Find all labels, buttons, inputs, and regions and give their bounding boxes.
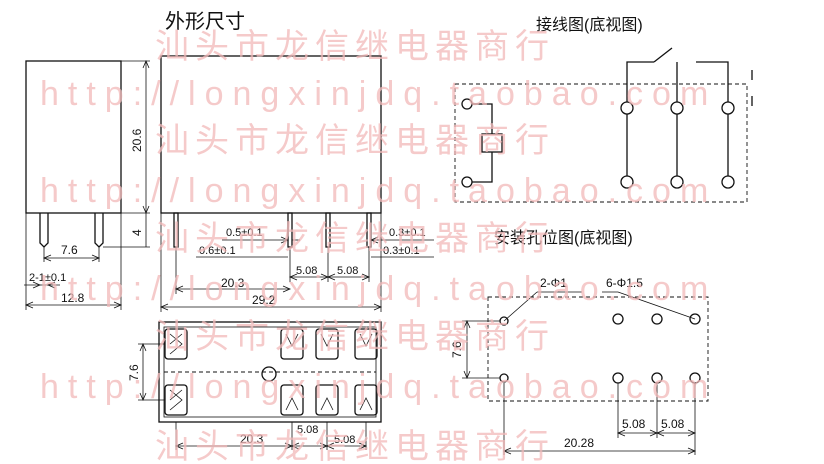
dim-pin-b: 0.6±0.1 (199, 245, 236, 257)
watermark-shop-4: 汕头市龙信继电器商行 (155, 318, 555, 356)
dim-side-pin-span: 7.6 (61, 243, 78, 257)
dim-side-width: 12.8 (61, 291, 85, 305)
dim-front-5-08-a: 5.08 (296, 265, 317, 277)
dim-pin-c: 0.3±0.1 (389, 227, 426, 239)
dim-mount-total: 20.28 (564, 436, 594, 450)
switch-arm (653, 47, 673, 63)
dim-length: 29.2 (252, 293, 276, 307)
dim-pin-d: 0.3±0.1 (383, 245, 420, 257)
bottom-pads (164, 328, 378, 416)
dim-bottom-5-08-b: 5.08 (334, 434, 355, 446)
dim-side-pin-width: 2-1±0.1 (29, 272, 66, 284)
front-view: 0.5±0.1 0.6±0.1 0.3±0.1 0.3±0.1 5.08 5.0… (159, 55, 434, 312)
watermark-shop-1: 汕头市龙信继电器商行 (155, 28, 555, 66)
dim-hole-small: 2-Φ1 (540, 276, 567, 290)
mounting-holes: 2-Φ1 6-Φ1.5 7.6 5.08 5.08 20.28 (450, 276, 709, 455)
watermark-url-2: http://longxinjdq.taobao.com (40, 172, 717, 210)
wiring-diagram (454, 47, 753, 203)
dim-bottom-row-spacing: 7.6 (127, 364, 141, 381)
dim-pin-a: 0.5±0.1 (226, 227, 263, 239)
dim-front-20-3: 20.3 (221, 276, 245, 290)
watermark-url-3: http://longxinjdq.taobao.com (40, 270, 717, 308)
watermark-url-4: http://longxinjdq.taobao.com (40, 368, 717, 406)
dim-mount-5-08-a: 5.08 (622, 417, 646, 431)
watermark: http://longxinjdq.taobao.com http://long… (40, 28, 717, 464)
dim-hole-large: 6-Φ1.5 (606, 276, 643, 290)
dim-mount-row-spacing: 7.6 (450, 341, 464, 358)
title-wiring: 接线图(底视图) (536, 16, 643, 34)
dim-pin-length: 4 (130, 229, 144, 236)
bottom-view: 7.6 20.3 5.08 5.08 (127, 321, 382, 450)
dim-height: 20.6 (130, 128, 144, 152)
dim-front-5-08-b: 5.08 (337, 265, 358, 277)
title-outline: 外形尺寸 (165, 10, 245, 33)
dim-bottom-5-08-a: 5.08 (297, 424, 318, 436)
dim-bottom-20-3: 20.3 (240, 432, 264, 446)
watermark-shop-5: 汕头市龙信继电器商行 (155, 428, 555, 464)
title-mounting: 安装孔位图(底视图) (494, 229, 633, 247)
watermark-shop-2: 汕头市龙信继电器商行 (155, 122, 555, 160)
watermark-shop-3: 汕头市龙信继电器商行 (155, 220, 555, 258)
bottom-view-mark (261, 366, 277, 382)
watermark-url-1: http://longxinjdq.taobao.com (40, 75, 717, 113)
side-view: 20.6 4 7.6 2-1±0.1 12.8 (24, 59, 150, 310)
dim-mount-5-08-b: 5.08 (661, 417, 685, 431)
